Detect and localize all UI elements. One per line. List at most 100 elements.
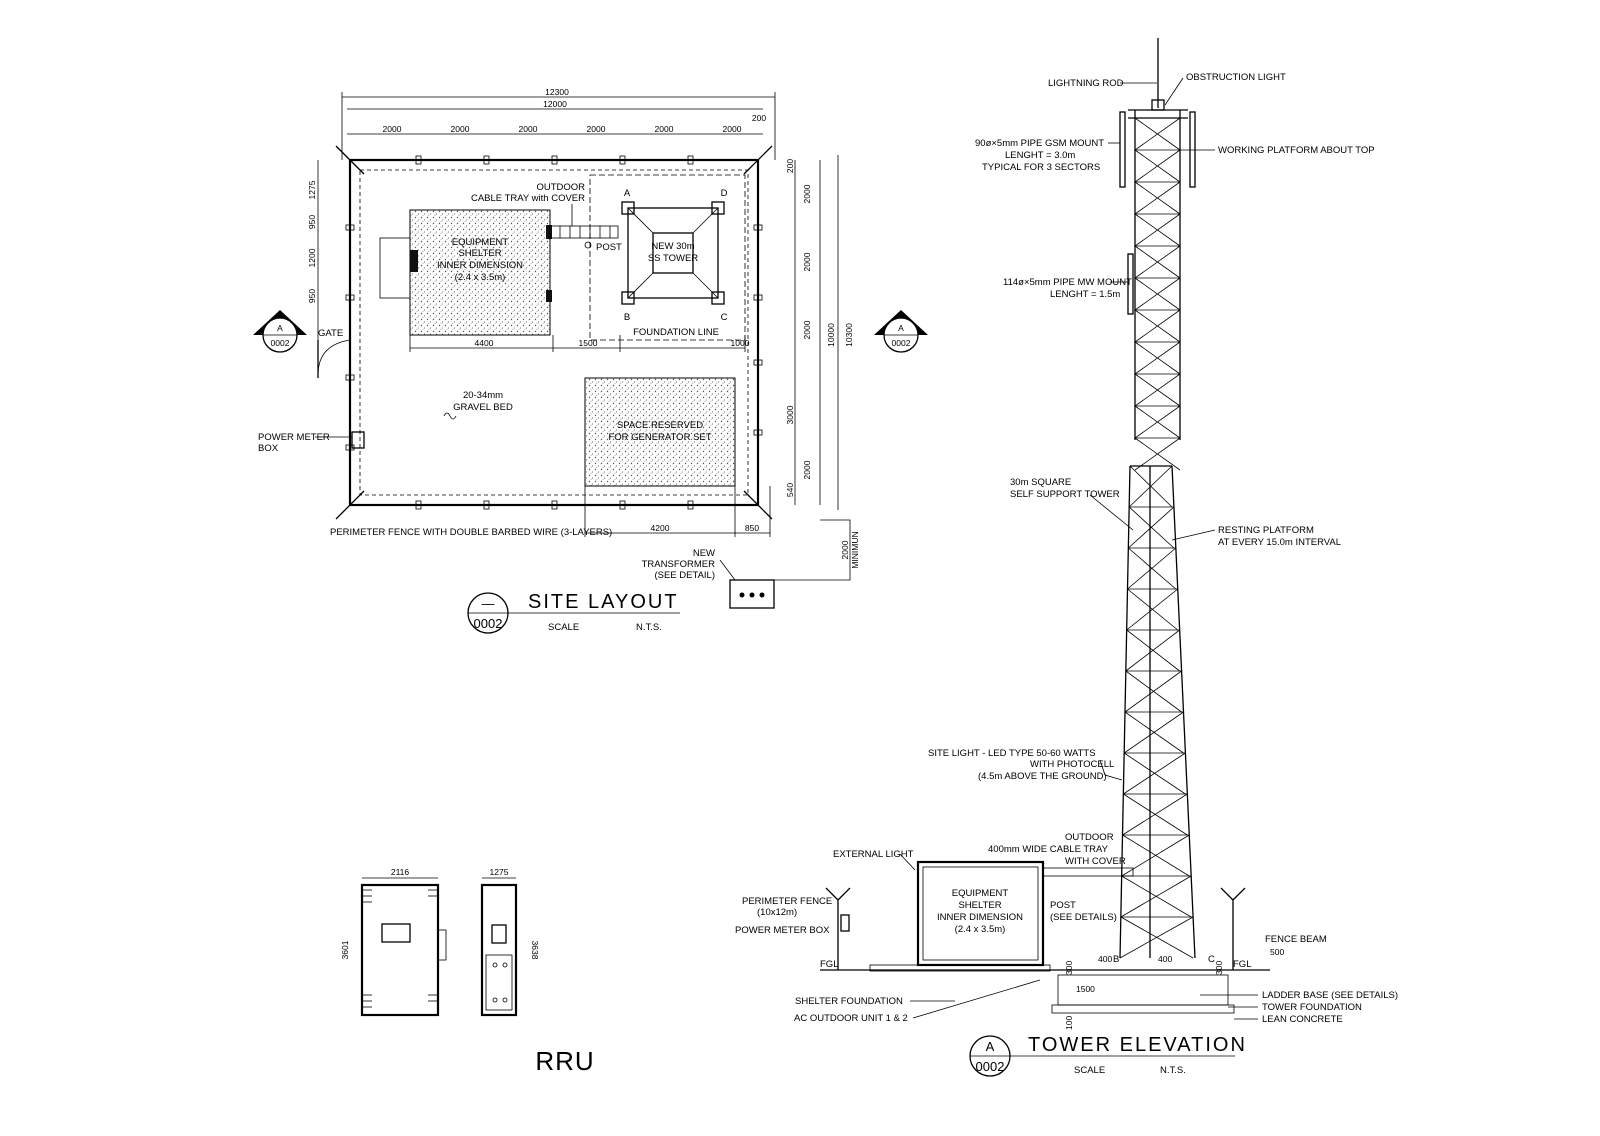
title-callout: — — [482, 596, 495, 611]
tower-label: NEW 30m — [651, 241, 694, 252]
gsm-mount-label: LENGHT = 3.0m — [1005, 150, 1075, 161]
lightning-rod-label: LIGHTNING ROD — [1048, 78, 1124, 89]
tower-foundation-label: TOWER FOUNDATION — [1262, 1002, 1362, 1013]
corner-label: A — [624, 188, 631, 199]
elevation-dim: 300 — [1214, 961, 1224, 975]
elevation-dim: 1500 — [1076, 984, 1095, 994]
tower-elevation: 30m SQUARE SELF SUPPORT TOWER RESTING PL… — [735, 38, 1398, 1077]
transformer-label: TRANSFORMER — [642, 559, 716, 570]
rru-detail: 2116 3601 1275 3638 RRU — [340, 867, 594, 1076]
tower-elevation-title-block: A 0002 TOWER ELEVATION SCALE N.T.S. — [969, 1034, 1247, 1077]
rru-title: RRU — [535, 1046, 594, 1076]
external-light-label: EXTERNAL LIGHT — [833, 849, 914, 860]
section-marker-sheet: 0002 — [271, 338, 290, 348]
tower-brace — [1134, 277, 1181, 311]
dim-right-overall: 10300 — [844, 323, 854, 347]
lean-concrete-label: LEAN CONCRETE — [1262, 1014, 1343, 1025]
tower-brace — [1128, 465, 1173, 508]
elevation-post-label: (SEE DETAILS) — [1050, 912, 1117, 923]
resting-platform-label: RESTING PLATFORM — [1218, 525, 1314, 536]
fence-post-right — [1220, 887, 1246, 970]
tower-brace — [1125, 629, 1180, 672]
tower-brace — [1128, 506, 1175, 549]
gravel-label: GRAVEL BED — [453, 402, 513, 413]
dim-segment: 2000 — [383, 124, 402, 134]
dim-overall-outer: 12300 — [545, 87, 569, 97]
dim-segment: 2000 — [451, 124, 470, 134]
scale-value: N.T.S. — [636, 622, 662, 633]
leg-label: C — [1208, 954, 1215, 965]
dim-right: 3000 — [785, 405, 795, 424]
rru-dim: 3601 — [340, 940, 350, 959]
elevation-dim: 300 — [1064, 961, 1074, 975]
elevation-cable-tray-label: WITH COVER — [1065, 856, 1126, 867]
cable-tray-label: CABLE TRAY with COVER — [471, 193, 585, 204]
ladder-base-label: LADDER BASE (SEE DETAILS) — [1262, 990, 1398, 1001]
tower-brace — [1119, 916, 1194, 959]
cable-tray-label: OUTDOOR — [536, 182, 585, 193]
ac-unit-label: AC OUTDOOR UNIT 1 & 2 — [794, 1013, 908, 1024]
elevation-cable-tray-label: 400mm WIDE CABLE TRAY — [988, 844, 1109, 855]
section-marker-letter: A — [277, 323, 283, 333]
dim-transformer: MINIMUN — [850, 531, 860, 568]
elevation-dim: 400 — [1158, 954, 1172, 964]
rru-front — [360, 883, 440, 1017]
section-marker-sheet: 0002 — [892, 338, 911, 348]
transformer-label: NEW — [693, 548, 715, 559]
power-meter-label: POWER METER — [258, 432, 330, 443]
fgl-label-left: FGL — [820, 959, 838, 970]
elevation-dim: 100 — [1064, 1016, 1074, 1030]
elevation-dim: 500 — [1270, 947, 1284, 957]
power-meter-label: BOX — [258, 443, 279, 454]
dim-corner: 200 — [752, 113, 766, 123]
site-light-label: (4.5m ABOVE THE GROUND) — [978, 771, 1107, 782]
gsm-mount-label: TYPICAL FOR 3 SECTORS — [982, 162, 1100, 173]
corner-label: C — [721, 312, 728, 323]
scale-label: SCALE — [1074, 1065, 1105, 1076]
elevation-shelter-label: SHELTER — [958, 900, 1001, 911]
tower-top-section — [1119, 109, 1196, 440]
tower-brace — [1134, 373, 1181, 407]
dim-right: 2000 — [802, 460, 812, 479]
elevation-post-label: POST — [1050, 900, 1076, 911]
transformer-label: (SEE DETAIL) — [654, 570, 715, 581]
tower-brace — [1134, 117, 1181, 151]
dim-left: 950 — [307, 289, 317, 303]
tower-label: SS TOWER — [648, 253, 698, 264]
tower-brace — [1134, 181, 1181, 215]
gate-label: GATE — [318, 328, 343, 339]
dim-bottom-a: 1000 — [731, 338, 750, 348]
shelter-label: EQUIPMENT — [452, 237, 509, 248]
corner-label: D — [721, 188, 728, 199]
dim-segment: 2000 — [587, 124, 606, 134]
rru-dim: 2116 — [391, 867, 410, 877]
shelter-label: (2.4 x 3.5m) — [455, 272, 506, 283]
perimeter-fence — [348, 158, 760, 507]
dim-bottom-a: 1500 — [579, 338, 598, 348]
scale-label: SCALE — [548, 622, 579, 633]
dim-left: 1200 — [307, 248, 317, 267]
leg-label: B — [1113, 954, 1119, 965]
fence-beam-label: FENCE BEAM — [1265, 934, 1327, 945]
tower-brace — [1123, 752, 1186, 795]
dim-right: 200 — [785, 159, 795, 173]
section-marker-right[interactable]: A 0002 — [874, 310, 928, 353]
tower-brace — [1134, 405, 1181, 439]
dim-segment: 2000 — [519, 124, 538, 134]
tower-brace — [1134, 437, 1181, 471]
tower-main-bracing — [1119, 465, 1194, 959]
mw-mount-label: LENGHT = 1.5m — [1050, 289, 1120, 300]
dim-left: 950 — [307, 215, 317, 229]
tower-brace — [1127, 547, 1177, 590]
transformer — [729, 579, 775, 609]
tower-type-label: 30m SQUARE — [1010, 477, 1071, 488]
dim-right: 2000 — [802, 320, 812, 339]
shelter-label: INNER DIMENSION — [437, 260, 523, 271]
generator-label: SPACE RESERVED — [617, 420, 703, 431]
section-marker-left[interactable]: A 0002 — [253, 310, 307, 353]
tower-elevation-title: TOWER ELEVATION — [1028, 1034, 1247, 1056]
tower-brace — [1134, 149, 1181, 183]
title-sheet: 0002 — [474, 616, 503, 631]
